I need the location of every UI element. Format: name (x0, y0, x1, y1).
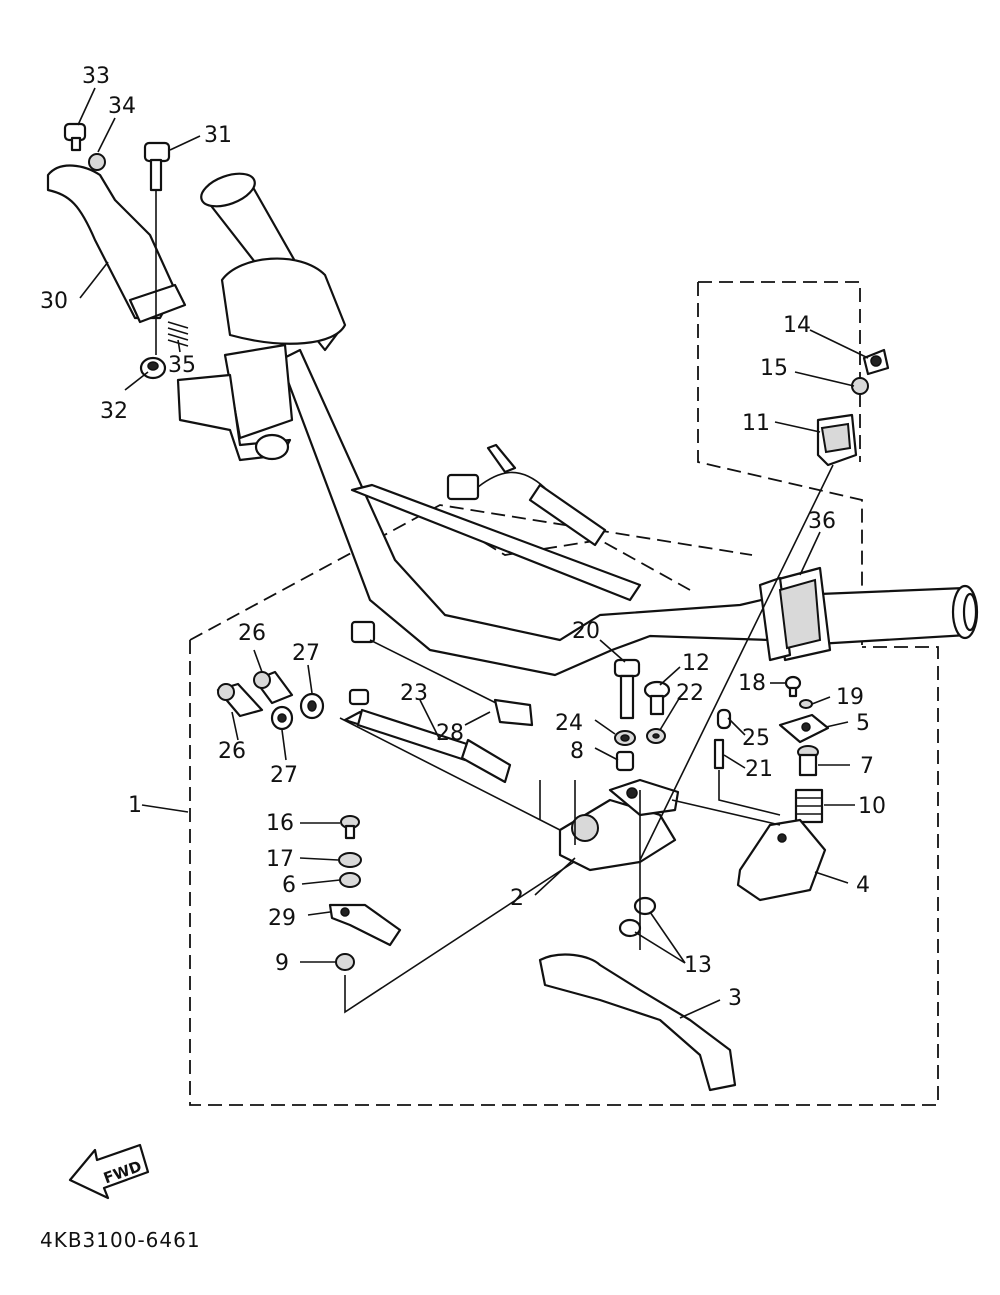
callout-12: 12 (682, 651, 710, 676)
callout-27-upper: 27 (292, 641, 320, 666)
switch-case-11 (816, 413, 858, 467)
cable-23 (343, 688, 512, 784)
pin-21 (713, 738, 725, 770)
callout-33: 33 (82, 64, 110, 89)
callout-29: 29 (268, 906, 296, 931)
washer-15 (851, 377, 869, 395)
callout-30: 30 (40, 289, 68, 314)
callout-8: 8 (570, 739, 584, 764)
callout-4: 4 (856, 873, 870, 898)
callout-34: 34 (108, 94, 136, 119)
cam-5 (778, 713, 830, 744)
forward-arrow-icon: FWD (68, 1143, 150, 1200)
callout-5: 5 (856, 711, 870, 736)
callout-20: 20 (572, 619, 600, 644)
callout-3: 3 (728, 986, 742, 1011)
guide-21-to-4 (718, 770, 781, 816)
washer-24 (614, 730, 636, 746)
callout-11: 11 (742, 411, 770, 436)
callout-28: 28 (436, 721, 464, 746)
callout-31: 31 (204, 123, 232, 148)
switch-housing-36 (758, 566, 832, 662)
left-lever-30 (46, 164, 187, 324)
callout-1: 1 (128, 793, 142, 818)
callout-22: 22 (676, 681, 704, 706)
callout-7: 7 (860, 754, 874, 779)
washer-17 (338, 852, 362, 868)
drawing-code: 4KB3100-6461 (40, 1228, 201, 1252)
switch-body-4 (736, 818, 827, 902)
bolt-33 (63, 122, 87, 152)
locknut-27-lower (270, 705, 294, 731)
callout-19: 19 (836, 685, 864, 710)
callout-17: 17 (266, 847, 294, 872)
callout-6: 6 (282, 873, 296, 898)
washer-22 (646, 728, 666, 744)
bolt-31 (143, 141, 171, 192)
cable-28 (350, 620, 534, 727)
callout-26-lower: 26 (218, 739, 246, 764)
callout-9: 9 (275, 951, 289, 976)
callout-14: 14 (783, 313, 811, 338)
screw-18 (784, 675, 802, 698)
callout-24: 24 (555, 711, 583, 736)
callout-16: 16 (266, 811, 294, 836)
callout-27-lower: 27 (270, 763, 298, 788)
callout-21: 21 (745, 757, 773, 782)
callout-36: 36 (808, 509, 836, 534)
assembly-boundary-main (189, 504, 939, 1106)
callout-35: 35 (168, 353, 196, 378)
handlebar (176, 172, 979, 677)
washer-34 (88, 153, 106, 171)
wire-connector (446, 443, 607, 547)
callout-13: 13 (684, 953, 712, 978)
nut-9 (335, 953, 355, 971)
guide-29-to-bracket (344, 857, 581, 1014)
screw-14 (862, 348, 890, 376)
callout-23: 23 (400, 681, 428, 706)
nuts-13 (618, 896, 657, 938)
adjuster-26-lower (216, 682, 264, 718)
adjuster-26-upper (253, 670, 294, 705)
callout-labels: 1 2 3 4 5 6 7 8 9 10 11 12 13 14 15 16 1… (40, 64, 886, 1011)
callout-26-upper: 26 (238, 621, 266, 646)
bolt-20 (613, 658, 641, 720)
guide-lines (339, 464, 834, 950)
callout-15: 15 (760, 356, 788, 381)
screw-16 (340, 815, 360, 840)
pivot-bolt-12 (643, 680, 671, 716)
callout-18: 18 (738, 671, 766, 696)
lever-3 (538, 953, 737, 1092)
spring-10 (794, 788, 824, 824)
callout-32: 32 (100, 399, 128, 424)
assembly-boundary-switch (697, 281, 863, 645)
plunger-7 (797, 745, 819, 777)
callout-2: 2 (510, 886, 524, 911)
callout-25: 25 (742, 726, 770, 751)
bushing-8 (615, 750, 635, 772)
spring-35 (167, 321, 189, 347)
plate-29 (328, 903, 402, 947)
lever-bracket-2 (558, 778, 680, 872)
washer-19 (799, 699, 813, 709)
washer-6 (339, 872, 361, 888)
callout-10: 10 (858, 794, 886, 819)
callout-leaders (77, 87, 869, 1019)
locknut-27-upper (299, 692, 325, 720)
